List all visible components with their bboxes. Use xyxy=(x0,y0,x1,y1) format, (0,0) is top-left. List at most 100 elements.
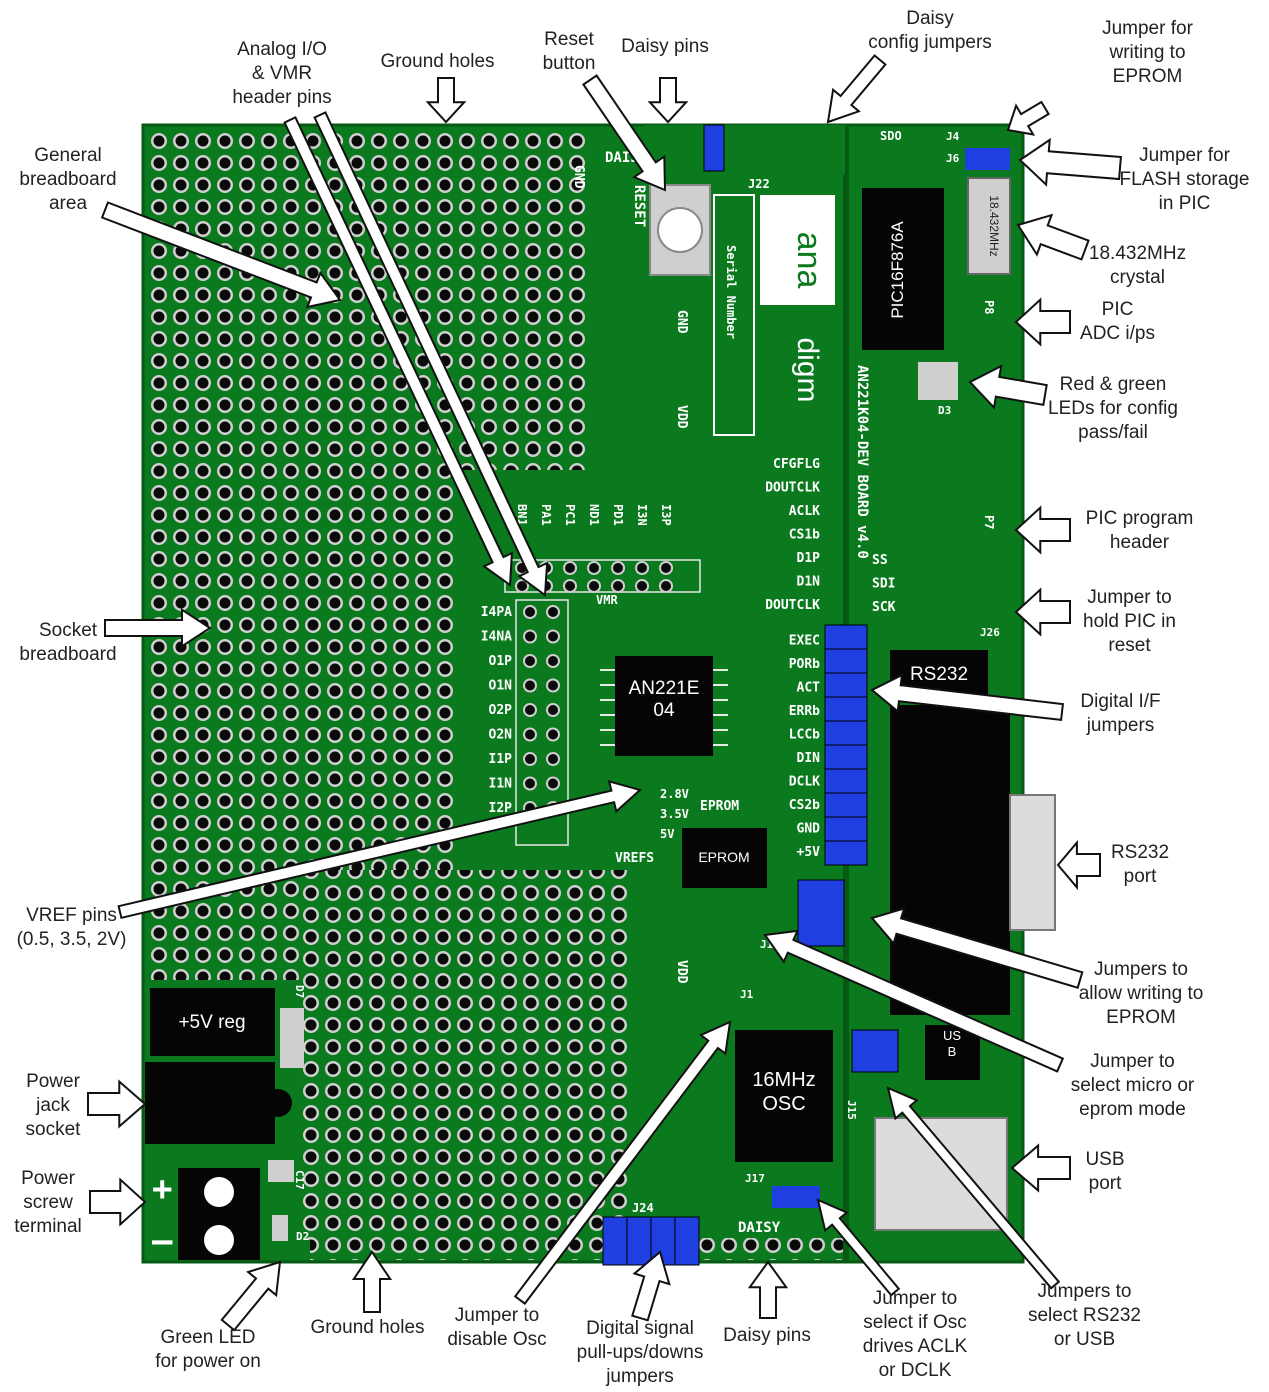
digital-pin-label-9: ACT xyxy=(797,681,821,696)
callout-jumpers-rs232-usb: Jumpers to select RS232 or USB xyxy=(1027,1281,1141,1350)
pin-label-i4na: I4NA xyxy=(481,630,512,645)
eprom-write-jumpers xyxy=(797,879,845,947)
silk-j26: J26 xyxy=(980,626,1000,639)
arrow-power-jack xyxy=(87,1079,147,1129)
callout-general-breadboard: General breadboard area xyxy=(19,145,117,214)
arrow-pic-program xyxy=(1014,505,1071,555)
arrow-jumper-flash xyxy=(1018,137,1122,187)
pin-pad xyxy=(546,605,560,619)
reg-label: +5V reg xyxy=(178,1012,245,1033)
pin-pad xyxy=(523,678,537,693)
callout-jumper-flash: Jumper for FLASH storage in PIC xyxy=(1119,145,1250,214)
pullup-jumpers xyxy=(602,1216,700,1266)
arrow-analog-io-1 xyxy=(283,116,513,587)
green-led xyxy=(272,1215,288,1241)
digital-pin-label-8: PORb xyxy=(789,657,820,672)
pin-pad xyxy=(515,579,529,593)
arrow-power-screw xyxy=(89,1177,147,1227)
pin-pad xyxy=(523,629,537,644)
arrow-jumper-eprom-write xyxy=(1006,100,1050,136)
breadboard-lower-area xyxy=(300,870,630,1240)
vmr-pin-label-nd1: ND1 xyxy=(587,504,601,526)
logo-text-top: ana xyxy=(790,232,828,289)
callout-daisy-pins-bottom: Daisy pins xyxy=(723,1325,811,1346)
digital-pin-label-14: CS2b xyxy=(789,798,820,813)
callout-digital-if: Digital I/F jumpers xyxy=(1080,691,1161,736)
pin-pad xyxy=(523,752,537,766)
pin-pad xyxy=(563,561,577,575)
callout-arrows xyxy=(87,54,1122,1332)
rs232-connector xyxy=(890,705,1010,1015)
silk-j22: J22 xyxy=(748,177,770,191)
callout-ground-holes-bottom: Ground holes xyxy=(310,1317,425,1338)
pin-pad xyxy=(635,561,649,575)
silk-vdd-mid: VDD xyxy=(674,405,689,429)
silk-serial: Serial Number xyxy=(724,245,738,339)
logo-band xyxy=(760,305,835,435)
pin-pad xyxy=(546,776,560,791)
silk-daisy-bottom: DAISY xyxy=(738,1220,781,1236)
arrow-jumpers-rs232-usb xyxy=(886,1086,1061,1290)
pin-pad xyxy=(635,579,649,593)
pin-label-i4pa: I4PA xyxy=(481,605,512,620)
arrow-daisy-pins-top xyxy=(647,77,689,124)
pic-label: PIC16F876A xyxy=(888,221,907,319)
digital-pin-label-4: D1P xyxy=(797,551,821,566)
osc-module xyxy=(735,1030,833,1162)
eprom-chip xyxy=(682,828,767,888)
pin-pad xyxy=(587,579,601,593)
screw-top xyxy=(204,1177,234,1207)
arrow-ground-holes-top xyxy=(425,77,467,124)
crystal-label: 18.432MHz xyxy=(987,195,1001,256)
digital-pin-label-2: ACLK xyxy=(789,504,820,519)
callout-jumper-osc-drives: Jumper to select if Osc drives ACLK or D… xyxy=(862,1288,968,1381)
eprom-label: EPROM xyxy=(698,849,749,865)
screw-bottom xyxy=(204,1225,234,1255)
silk-reset: RESET xyxy=(631,185,647,227)
pin-pad xyxy=(611,561,625,575)
arrow-general-breadboard xyxy=(100,201,342,309)
pin-pad xyxy=(546,629,560,644)
callout-leds-config: Red & green LEDs for config pass/fail xyxy=(1048,374,1178,443)
callout-crystal: 18.432MHz crystal xyxy=(1088,243,1187,288)
flash-jumper xyxy=(965,148,1010,170)
config-leds xyxy=(918,362,958,400)
daisy-header-top xyxy=(645,125,845,175)
pin-pad xyxy=(523,776,537,791)
callout-digital-pullups: Digital signal pull-ups/downs jumpers xyxy=(576,1318,704,1387)
silk-j1: J1 xyxy=(740,988,754,1001)
silk-d7: D7 xyxy=(293,985,306,998)
osc-jumper xyxy=(772,1186,820,1208)
general-breadboard-area xyxy=(148,130,456,980)
callout-vref-pins: VREF pins (0.5, 3.5, 2V) xyxy=(16,905,127,950)
callout-rs232-port: RS232 port xyxy=(1110,842,1170,887)
callout-power-jack: Power jack socket xyxy=(25,1071,81,1140)
pin-pad xyxy=(563,579,577,593)
silk-vrefs: VREFS xyxy=(615,851,654,866)
silk-j15: J15 xyxy=(845,1100,858,1120)
silk-gnd-top: GND xyxy=(571,165,586,189)
digital-pin-label-13: DCLK xyxy=(789,775,820,790)
arrow-digital-if xyxy=(870,673,1065,722)
callout-analog-io: Analog I/O & VMR header pins xyxy=(232,39,332,108)
callout-pic-program: PIC program header xyxy=(1085,508,1194,553)
spi-pin-label-sdi: SDI xyxy=(872,577,895,592)
serial-number-box xyxy=(713,194,755,436)
arrow-socket-breadboard xyxy=(104,607,212,649)
callout-jumper-hold-pic: Jumper to hold PIC in reset xyxy=(1083,587,1176,656)
pin-pad xyxy=(523,654,537,668)
pin-pad xyxy=(546,752,560,766)
pin-label-i1p: I1P xyxy=(489,752,513,767)
silk-minus: – xyxy=(152,1221,173,1261)
power-jack xyxy=(145,1062,275,1144)
silk-v28: 2.8V xyxy=(660,787,689,801)
digital-pin-label-0: CFGFLG xyxy=(773,457,820,472)
arrow-jumper-micro-eprom xyxy=(763,929,1065,1073)
callout-daisy-config: Daisy config jumpers xyxy=(868,8,992,53)
